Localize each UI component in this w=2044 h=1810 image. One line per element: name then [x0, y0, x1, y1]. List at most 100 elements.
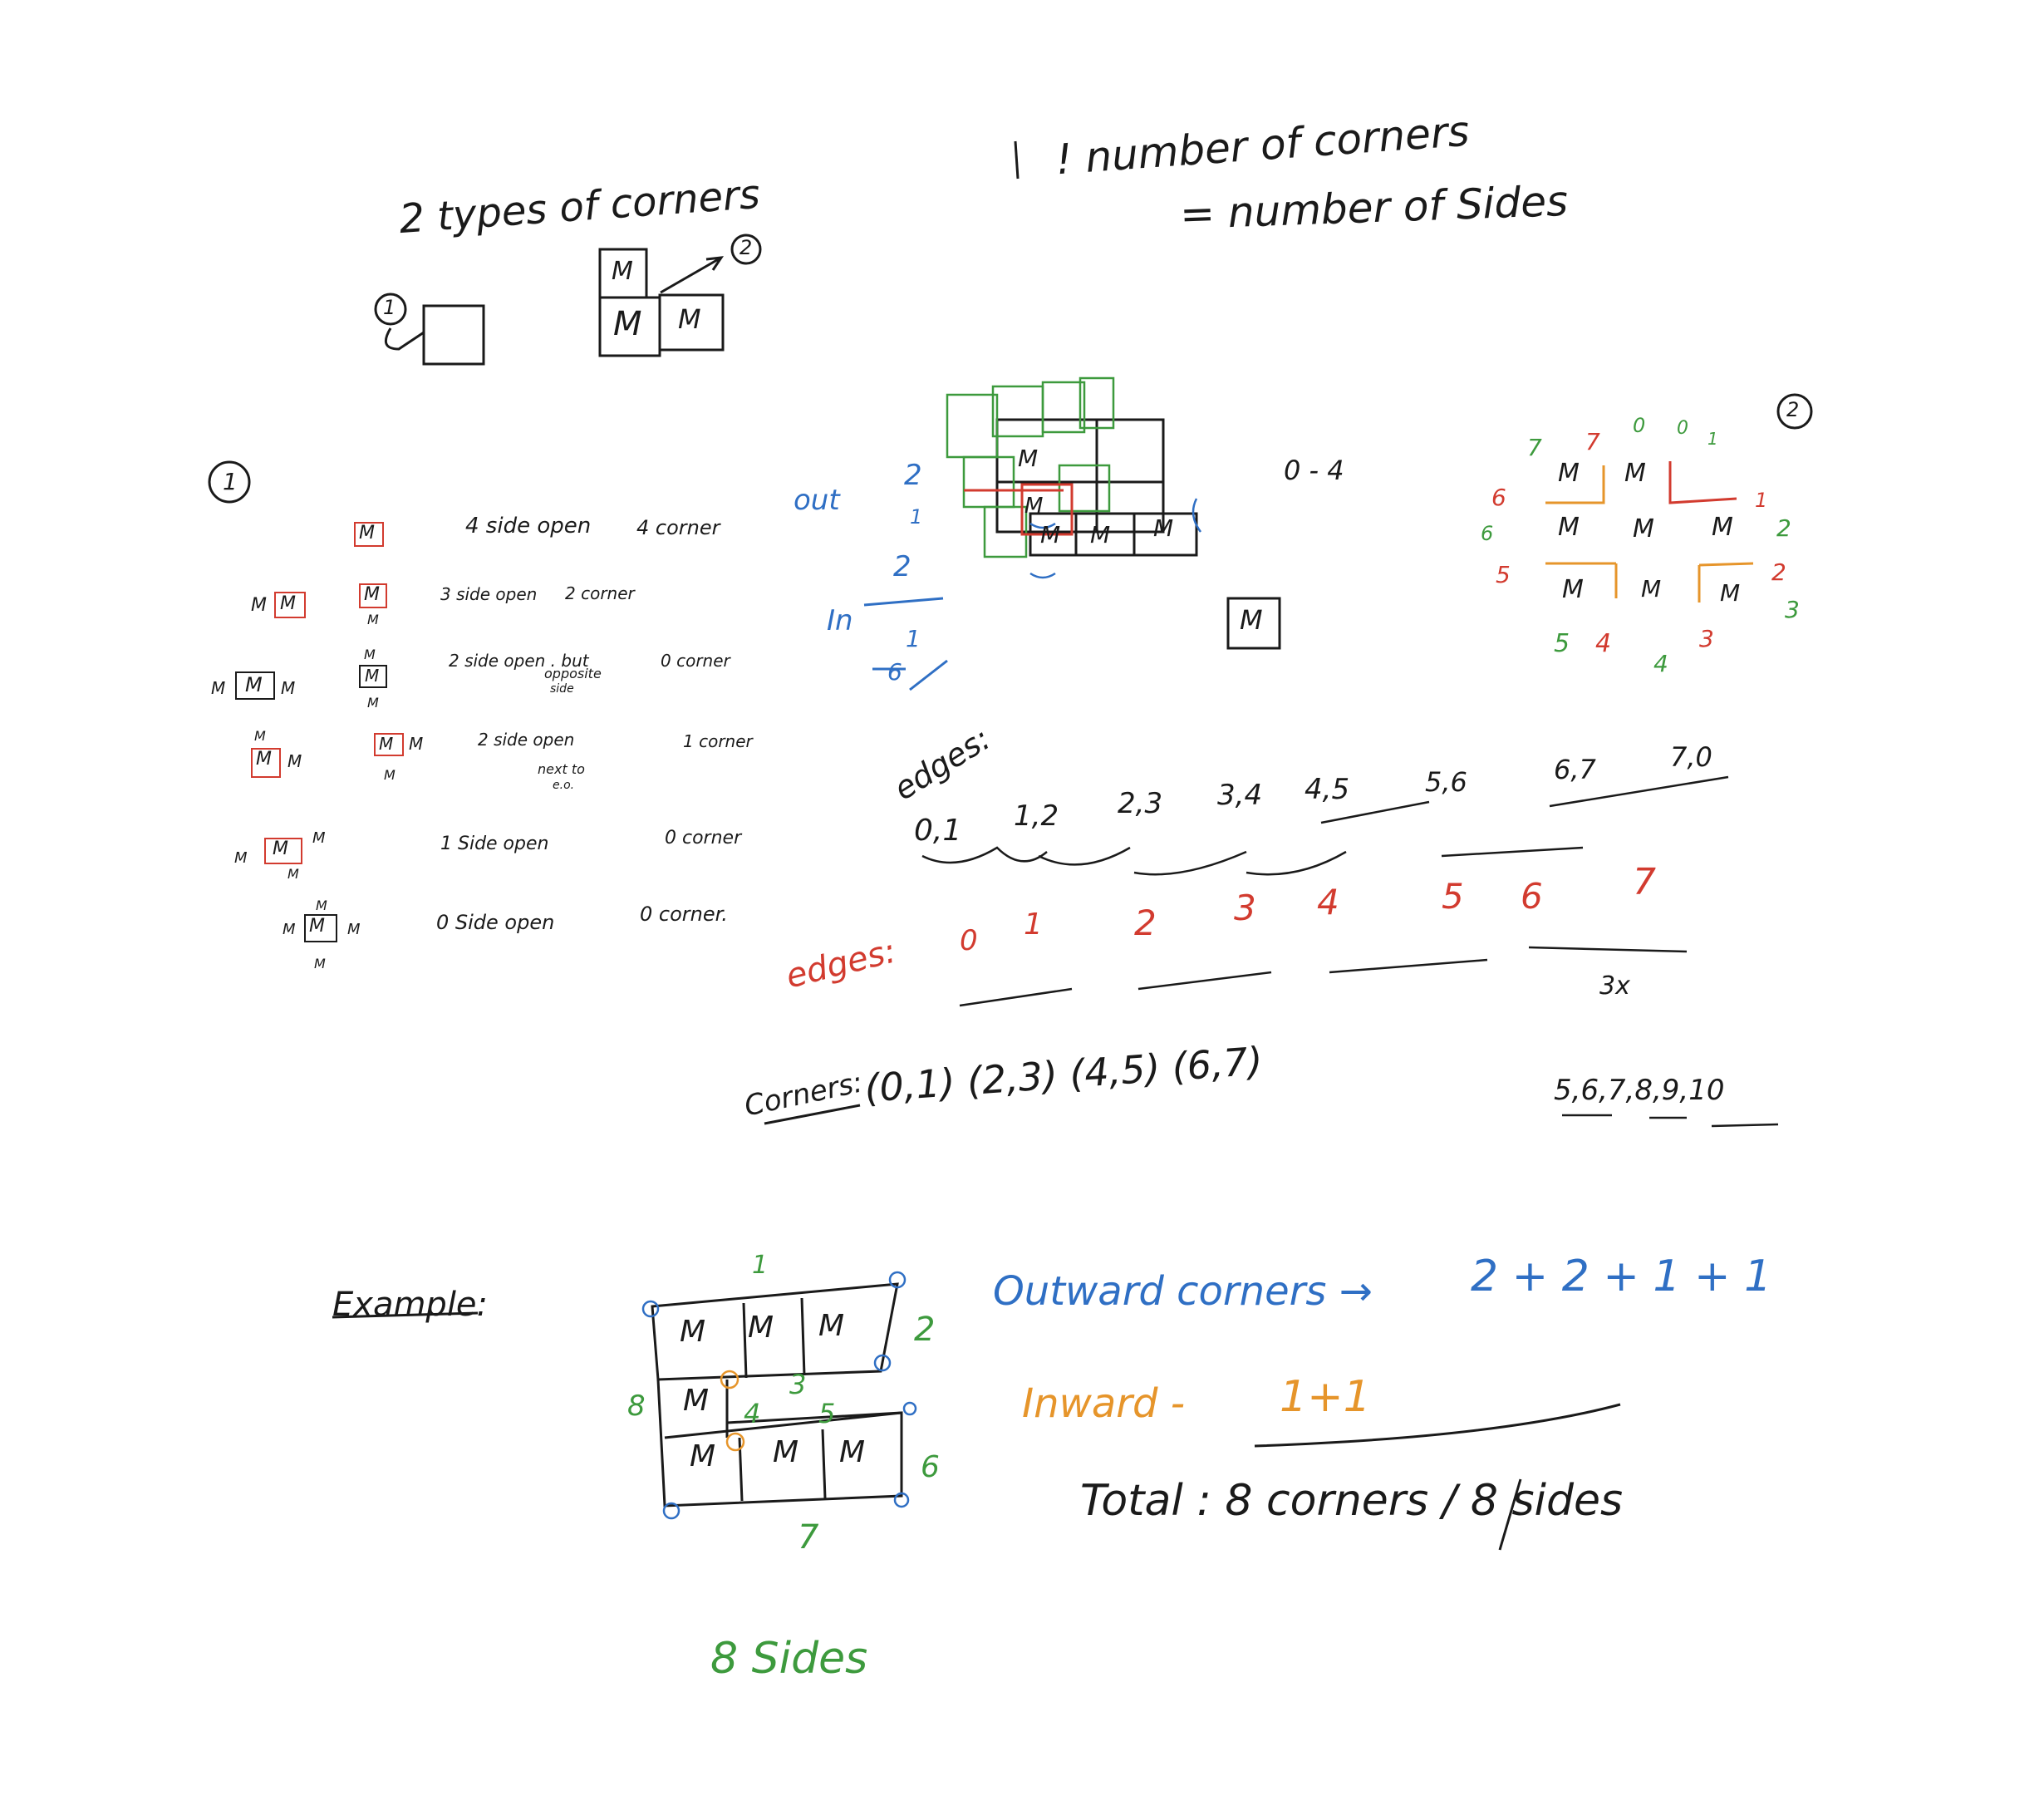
s2-right-num: 2: [1776, 514, 1791, 542]
total-label: Total : 8 corners / 8 sides: [1080, 1476, 1624, 1526]
s2-left-num: 5: [1496, 561, 1511, 588]
s2-top-num: 0: [1677, 418, 1688, 439]
example-cell: M: [748, 1311, 774, 1345]
example-side-num: 5: [818, 1398, 836, 1429]
cell-m: M: [245, 673, 263, 696]
row4-desc2: next to: [538, 761, 585, 777]
example-side-num: 4: [744, 1398, 761, 1429]
cell-box: [304, 914, 337, 942]
example-side-num: 3: [789, 1369, 807, 1400]
cell-m: M: [287, 751, 302, 771]
edge-pair: 3,4: [1217, 779, 1263, 812]
example-side-num: 6: [921, 1450, 940, 1484]
cell-m: M: [316, 898, 327, 913]
inward-label: Inward -: [1022, 1380, 1186, 1427]
row1-result: 4 corner: [636, 516, 720, 539]
edge-num: 4: [1317, 882, 1339, 922]
cell-box-red: [251, 748, 281, 778]
cell-m: M: [365, 666, 380, 686]
row6-result: 0 corner.: [640, 903, 728, 926]
row6-desc: 0 Side open: [436, 911, 555, 934]
edge-num: 5: [1442, 876, 1464, 917]
s2-bottom-num: 5: [1554, 629, 1570, 658]
row1-desc: 4 side open: [465, 514, 592, 539]
edge-num: 7: [1633, 861, 1656, 903]
s2-cell-m: M: [1712, 513, 1733, 542]
section1-marker: 1: [223, 468, 238, 495]
cell-box-red: [374, 733, 404, 756]
edge-num: 6: [1521, 876, 1543, 917]
row3-desc: 2 side open . but: [449, 651, 589, 671]
edges-note: 3x: [1599, 971, 1630, 1001]
type2-cell-right: M: [678, 303, 701, 335]
row4-desc3: e.o.: [553, 779, 575, 792]
example-cell: M: [683, 1384, 710, 1418]
frac-num: 2: [904, 459, 922, 492]
row3-desc2: opposite: [544, 666, 602, 681]
edge-num: 2: [1134, 903, 1157, 943]
row4-result: 1 corner: [683, 731, 753, 751]
cell-m: M: [280, 593, 296, 614]
s2-top-num: 7: [1585, 428, 1600, 455]
cell-box: [359, 665, 387, 688]
frac-mid: 1: [910, 505, 923, 529]
grid-cell-m: M: [1040, 521, 1061, 548]
row5-result: 0 corner: [665, 828, 742, 848]
edge-num: 0: [960, 924, 978, 957]
cell-m: M: [273, 839, 288, 859]
s2-bottom-num: 3: [1699, 625, 1714, 652]
row2-desc: 3 side open: [440, 584, 538, 604]
row3-result: 0 corner: [661, 651, 730, 671]
note-line-2: = number of Sides: [1179, 176, 1569, 239]
row3-desc3: side: [550, 682, 574, 696]
edge-pair: 7,0: [1670, 741, 1712, 773]
cell-m: M: [283, 921, 296, 938]
example-cell: M: [818, 1309, 845, 1343]
cell-m: M: [211, 678, 226, 698]
edge-pair: 5,6: [1425, 766, 1467, 798]
cell-m: M: [287, 866, 299, 882]
example-side-num: 8: [627, 1389, 646, 1423]
cell-m: M: [347, 921, 361, 938]
s2-bottom-num: 4: [1653, 650, 1668, 677]
s2-cell-m: M: [1624, 459, 1646, 488]
example-cell: M: [773, 1435, 799, 1469]
s2-top-num: 1: [1707, 429, 1718, 449]
s2-left-num: 6: [1481, 522, 1494, 545]
edge-pair: 0,1: [914, 814, 962, 848]
type2-cell-left: M: [613, 305, 642, 343]
edge-pair: 4,5: [1305, 773, 1350, 806]
outward-label: Outward corners →: [993, 1268, 1373, 1315]
edge-num: 3: [1234, 888, 1256, 928]
example-label: Example:: [332, 1286, 489, 1324]
row5-desc: 1 Side open: [440, 834, 549, 854]
frac-low-den: 6: [887, 658, 902, 686]
grid-cell-m: M: [1090, 521, 1111, 548]
cell-m: M: [251, 595, 267, 616]
cell-box-red: [264, 838, 302, 864]
cell-m: M: [379, 734, 394, 754]
example-cell: M: [839, 1435, 866, 1469]
edge-pair: 6,7: [1554, 754, 1596, 785]
row4-desc: 2 side open: [478, 730, 575, 750]
corners-seq: 5,6,7,8,9,10: [1554, 1074, 1725, 1107]
grid-cell-m: M: [1018, 445, 1039, 472]
cell-m: M: [256, 749, 272, 770]
cell-m: M: [281, 678, 296, 698]
example-side-num: 7: [798, 1518, 819, 1557]
example-side-num: 1: [752, 1251, 769, 1280]
in-label: In: [827, 604, 853, 637]
grid-cell-m: M: [1153, 514, 1174, 542]
inward-sum: 1+1: [1280, 1372, 1371, 1422]
cell-m: M: [409, 734, 424, 754]
s2-bottom-num: 4: [1595, 629, 1612, 658]
cell-m: M: [364, 584, 380, 605]
cell-box-red: [359, 583, 387, 608]
range-label: 0 - 4: [1284, 455, 1344, 486]
cell-m: M: [384, 767, 396, 783]
s2-top-num: 0: [1633, 414, 1646, 437]
outward-sum: 2 + 2 + 1 + 1: [1471, 1252, 1772, 1301]
cell-m: M: [367, 695, 379, 711]
example-cell: M: [690, 1439, 716, 1473]
